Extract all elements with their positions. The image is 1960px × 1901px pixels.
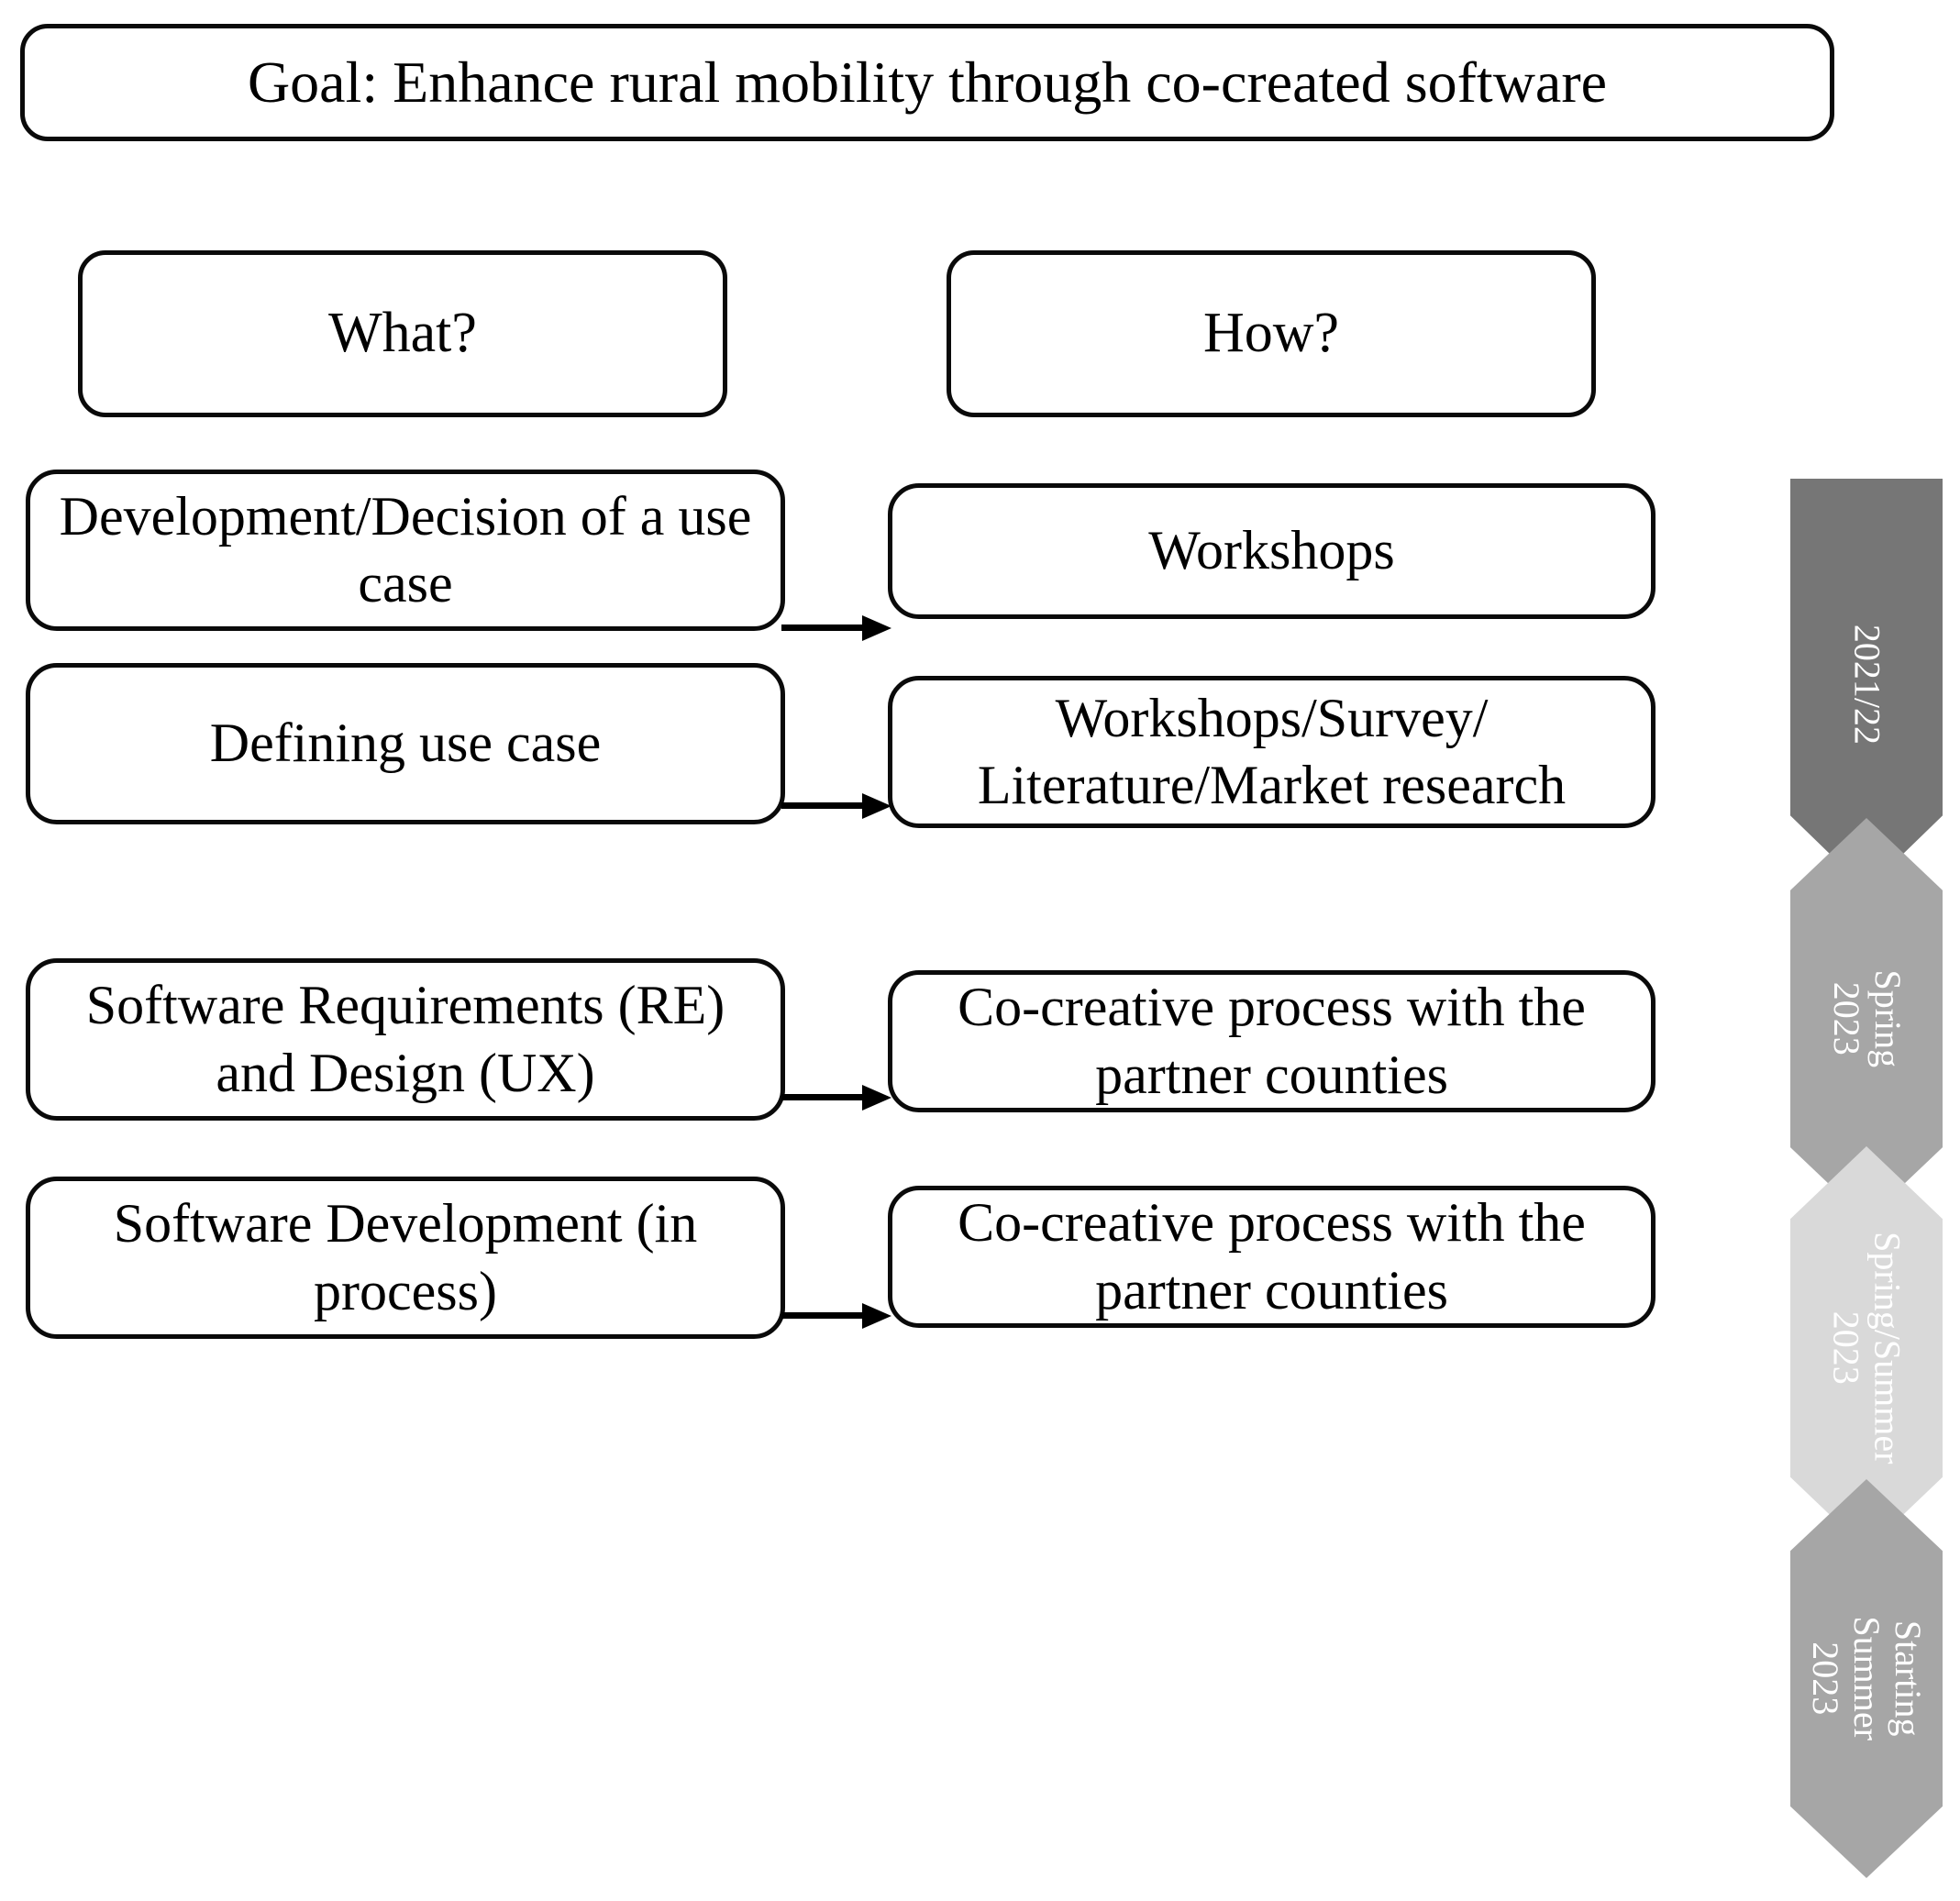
column-header-what-label: What? <box>328 302 477 365</box>
how-box-1: Workshops <box>888 483 1655 619</box>
timeline-segment-2-label: Spring 2023 <box>1826 969 1909 1068</box>
how-label-3: Co-creative process with the partner cou… <box>958 977 1586 1105</box>
row-arrow-2 <box>781 792 891 820</box>
row-arrow-3 <box>781 1084 891 1111</box>
timeline-segment-4: Starting Summer 2023 <box>1790 1479 1943 1878</box>
row-arrow-1 <box>781 614 891 642</box>
what-box-2: Defining use case <box>26 663 785 824</box>
how-label-2: Workshops/Survey/ Literature/Market rese… <box>977 687 1567 815</box>
timeline-segment-1-label: 2021/22 <box>1846 624 1888 745</box>
arrow-shaft <box>781 802 866 809</box>
what-box-1: Development/Decision of a use case <box>26 470 785 631</box>
timeline-segment-3-label: Spring/Summer 2023 <box>1826 1232 1909 1464</box>
what-label-1: Development/Decision of a use case <box>59 485 752 613</box>
what-label-3: Software Requirements (RE) and Design (U… <box>85 975 725 1103</box>
how-label-1: Workshops <box>1148 520 1395 581</box>
how-label-4: Co-creative process with the partner cou… <box>958 1192 1586 1321</box>
column-header-what: What? <box>78 250 727 417</box>
arrow-shaft <box>781 624 866 631</box>
what-box-3: Software Requirements (RE) and Design (U… <box>26 958 785 1121</box>
column-header-how-label: How? <box>1202 302 1340 365</box>
how-box-2: Workshops/Survey/ Literature/Market rese… <box>888 676 1655 828</box>
arrow-head-icon <box>862 1085 891 1111</box>
arrow-head-icon <box>862 793 891 819</box>
timeline-arrow: 2021/22 Spring 2023 Spring/Summer 2023 S… <box>1790 479 1943 1878</box>
arrow-shaft <box>781 1312 866 1319</box>
what-label-4: Software Development (in process) <box>113 1193 698 1321</box>
how-box-4: Co-creative process with the partner cou… <box>888 1186 1655 1328</box>
arrow-shaft <box>781 1094 866 1100</box>
what-label-2: Defining use case <box>209 713 602 774</box>
column-header-how: How? <box>947 250 1596 417</box>
arrow-head-icon <box>862 615 891 641</box>
timeline-segment-4-label: Starting Summer 2023 <box>1805 1616 1930 1741</box>
arrow-head-icon <box>862 1303 891 1329</box>
goal-box: Goal: Enhance rural mobility through co-… <box>20 24 1834 141</box>
what-box-4: Software Development (in process) <box>26 1177 785 1339</box>
how-box-3: Co-creative process with the partner cou… <box>888 970 1655 1112</box>
goal-label: Goal: Enhance rural mobility through co-… <box>247 49 1608 115</box>
row-arrow-4 <box>781 1302 891 1330</box>
